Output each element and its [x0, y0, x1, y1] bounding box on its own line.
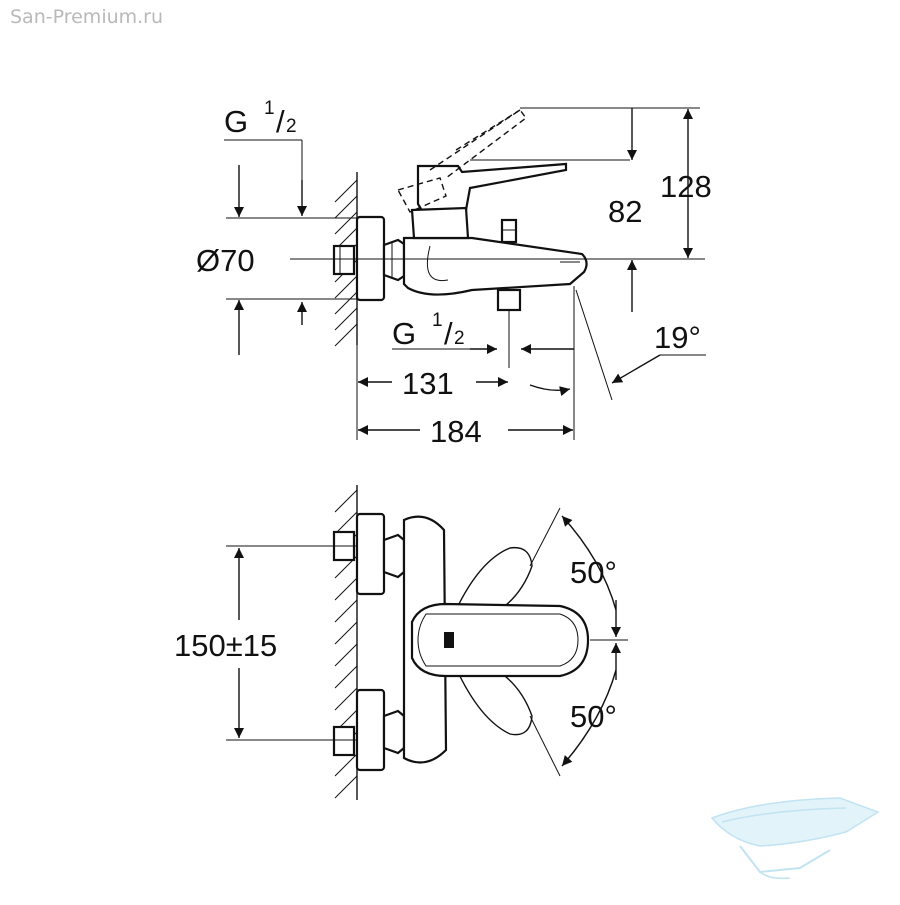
mixer-body-side [402, 236, 588, 296]
angle-19-label: 19° [654, 320, 701, 355]
logo-marker [444, 632, 454, 648]
bathtub-logo-icon [710, 797, 880, 880]
lever-rotated-lower [454, 665, 533, 736]
connector-upper [382, 533, 406, 579]
height-inner-label: 82 [608, 194, 642, 229]
diverter-knob [500, 218, 518, 244]
shower-outlet-side [496, 288, 522, 312]
inlet-nut-lower [332, 725, 356, 757]
thread-bottom-label: G [392, 316, 416, 351]
lever-handle-top [410, 602, 590, 678]
thread-top-sub: 2 [286, 116, 297, 137]
diameter-label: Ø70 [196, 243, 255, 278]
thread-top-label: G [224, 104, 248, 139]
thread-bottom-sub: 2 [454, 328, 465, 349]
side-view: G 1 / 2 Ø70 128 82 G 1 / 2 19° 131 184 [196, 98, 712, 449]
height-outer-label: 128 [660, 169, 712, 204]
spacing-label: 150±15 [174, 628, 277, 663]
lever-rotated-upper [454, 546, 533, 617]
angle-lower-label: 50° [570, 699, 617, 734]
cartridge-housing-side [410, 206, 470, 240]
connector-side [382, 238, 406, 282]
handle-raised-outline [396, 109, 527, 213]
length-outer-label: 184 [430, 414, 482, 449]
watermark-text: San-Premium.ru [10, 6, 164, 28]
length-inner-label: 131 [402, 366, 454, 401]
thread-top-sup: 1 [264, 98, 275, 119]
connector-lower [382, 709, 406, 755]
inlet-nut-side [332, 244, 356, 276]
thread-bottom-slash: / [444, 316, 453, 351]
escutcheon-upper [355, 512, 386, 596]
lever-handle-side [416, 162, 568, 216]
escutcheon-lower [355, 688, 386, 772]
thread-bottom-sup: 1 [432, 310, 443, 331]
thread-top-slash: / [276, 104, 285, 139]
angle-upper-label: 50° [570, 555, 617, 590]
top-view: 150±15 50° 50° [174, 485, 628, 800]
